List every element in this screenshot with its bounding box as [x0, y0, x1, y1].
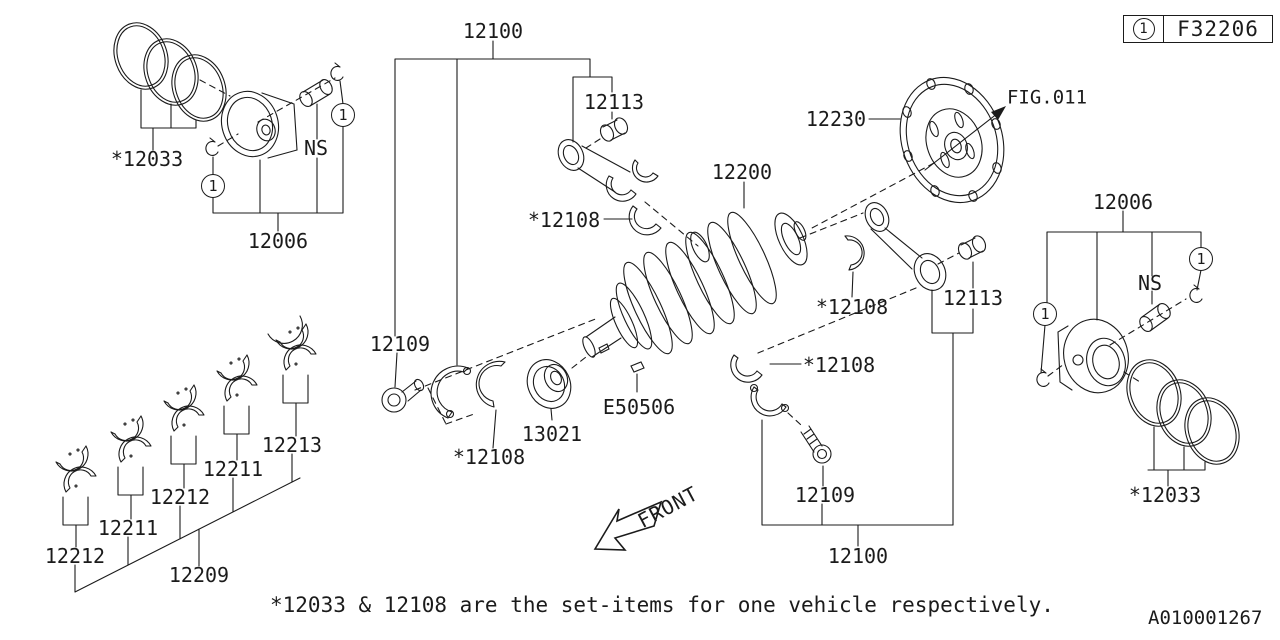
part-label-12108-d: *12108 [452, 445, 526, 469]
callout-1-marker-a: 1 [201, 174, 225, 198]
part-label-ns-left: NS [303, 136, 329, 160]
part-label-12212-1: 12212 [44, 544, 106, 568]
fig-arrow-icon [991, 106, 1006, 120]
front-arrow-icon [593, 500, 663, 551]
part-label-12230: 12230 [805, 107, 867, 131]
cap-right-dashes [787, 412, 802, 426]
part-label-12108-a: *12108 [527, 208, 601, 232]
part-label-12108-b: *12108 [815, 295, 889, 319]
callout-1-marker-b: 1 [331, 103, 355, 127]
part-label-12211-1: 12211 [97, 516, 159, 540]
piston-rings-right-art [1126, 359, 1240, 487]
part-label-12108-c: *12108 [802, 353, 876, 377]
part-label-12209: 12209 [168, 563, 230, 587]
assembly-dashes-left [199, 77, 336, 147]
rod-cap-right-art [730, 354, 954, 547]
part-label-e50506: E50506 [602, 395, 676, 419]
assembly-dashes-right [1047, 298, 1187, 383]
bracket-12006-right [1040, 210, 1202, 374]
part-label-12213: 12213 [261, 433, 323, 457]
sprocket-13021-art [526, 359, 572, 421]
main-bearings-art [55, 315, 317, 593]
part-label-12006-left: 12006 [247, 229, 309, 253]
bracket-12100-top [394, 40, 613, 366]
fig-011-reference: FIG.011 [1006, 86, 1088, 109]
ref-callout-cell: 1 [1124, 16, 1164, 42]
callout-1-icon: 1 [1132, 18, 1155, 40]
part-label-12113-right: 12113 [942, 286, 1004, 310]
callout-1-marker-d: 1 [1189, 247, 1213, 271]
flexplate-12230-art [868, 76, 1006, 204]
part-label-12100-top: 12100 [462, 19, 524, 43]
ref-code: F32206 [1177, 17, 1259, 41]
part-label-12200: 12200 [711, 160, 773, 184]
piston-rings-left-art [113, 22, 227, 151]
part-label-12033-right: *12033 [1128, 483, 1202, 507]
document-code: A010001267 [1148, 607, 1263, 629]
part-label-12212-2: 12212 [149, 485, 211, 509]
bearing-shell-middle-art [844, 235, 865, 298]
part-label-12100-bottom: 12100 [827, 544, 889, 568]
rod-right-dashes [757, 212, 960, 354]
bushing-12113-top-art [599, 117, 629, 142]
crankshaft-art [582, 181, 808, 358]
part-label-12211-2: 12211 [202, 457, 264, 481]
part-label-13021: 13021 [521, 422, 583, 446]
connecting-rod-left-art [557, 139, 662, 236]
rod-cap-left-art [381, 352, 506, 449]
rod-left-dashes [585, 138, 699, 247]
cap-left-dashes [427, 356, 587, 425]
part-label-ns-right: NS [1137, 271, 1163, 295]
connecting-rod-right-art [864, 202, 987, 526]
part-label-12109-left: 12109 [369, 332, 431, 356]
part-label-12033-left: *12033 [110, 147, 184, 171]
reference-key-box: 1 F32206 [1123, 15, 1273, 43]
part-label-12113-top: 12113 [583, 90, 645, 114]
callout-1-marker-c: 1 [1033, 302, 1057, 326]
part-label-12006-right: 12006 [1092, 190, 1154, 214]
key-e50506-art [630, 361, 645, 393]
part-label-12109-right: 12109 [794, 483, 856, 507]
piston-right-art [1036, 284, 1203, 394]
piston-left-art [205, 62, 344, 159]
set-items-footnote: *12033 & 12108 are the set-items for one… [270, 593, 1054, 617]
bracket-12006-left [212, 80, 344, 232]
